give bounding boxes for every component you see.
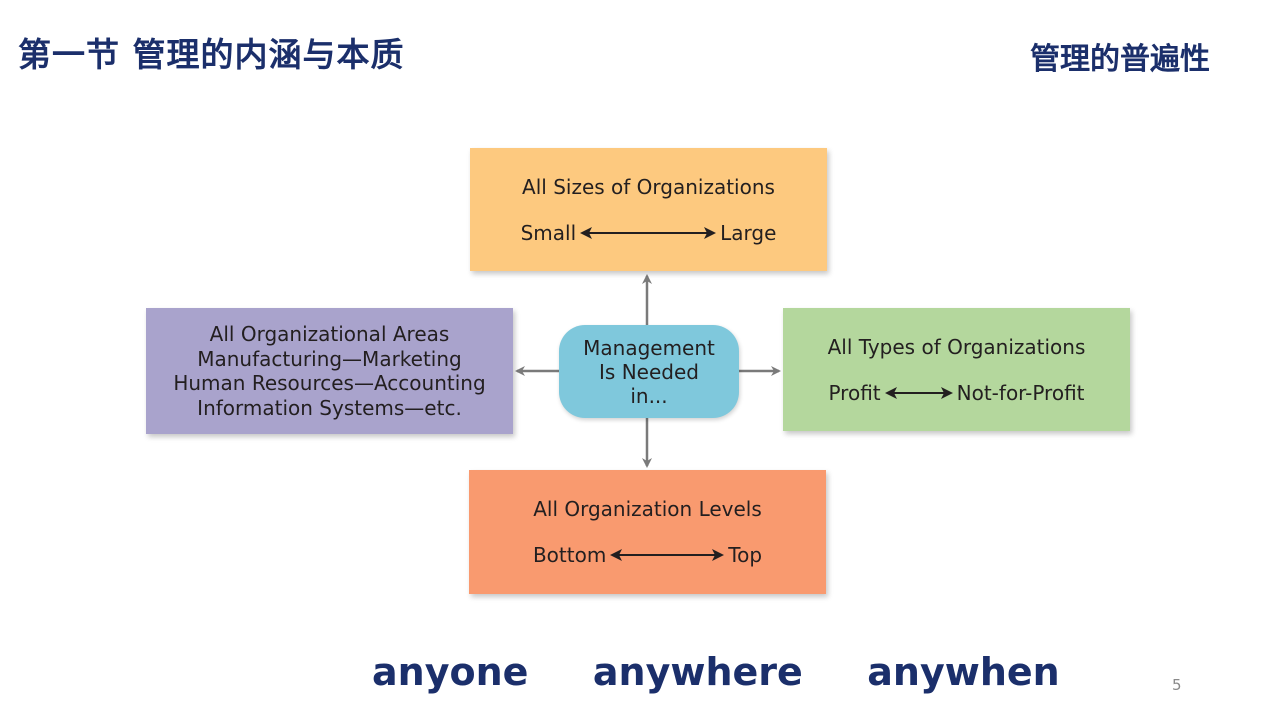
box-organizational-areas: All Organizational Areas Manufacturing—M… bbox=[146, 308, 513, 434]
range-to-not-for-profit: Not-for-Profit bbox=[956, 380, 1085, 405]
box-left-line-1: All Organizational Areas bbox=[209, 322, 450, 346]
box-left-line-4: Information Systems—etc. bbox=[197, 395, 462, 420]
center-line-1: Management bbox=[583, 335, 715, 360]
center-line-3: in... bbox=[630, 383, 668, 408]
double-arrow-icon bbox=[610, 549, 725, 561]
level-range: Bottom Top bbox=[533, 543, 762, 567]
box-bottom-title: All Organization Levels bbox=[533, 497, 762, 521]
page-number: 5 bbox=[1172, 676, 1182, 694]
double-arrow-icon bbox=[884, 386, 953, 399]
box-organization-levels: All Organization Levels Bottom Top bbox=[469, 470, 826, 594]
range-from-bottom: Bottom bbox=[532, 543, 607, 567]
type-range: Profit Not-for-Profit bbox=[828, 381, 1084, 405]
footer-word-anywhere: anywhere bbox=[592, 650, 803, 694]
center-line-2: Is Needed bbox=[599, 359, 699, 384]
footer-word-anyone: anyone bbox=[372, 650, 529, 694]
footer-tagline: anyone anywhere anywhen bbox=[372, 650, 1060, 694]
size-range: Small Large bbox=[521, 221, 777, 245]
box-right-title: All Types of Organizations bbox=[827, 334, 1086, 359]
box-left-line-2: Manufacturing—Marketing bbox=[197, 346, 462, 371]
center-node-management: Management Is Needed in... bbox=[559, 325, 739, 418]
range-to-top: Top bbox=[728, 543, 763, 567]
double-arrow-icon bbox=[580, 226, 717, 239]
range-from-profit: Profit bbox=[828, 380, 881, 405]
slide-title: 第一节 管理的内涵与本质 bbox=[18, 35, 405, 74]
footer-word-anywhen: anywhen bbox=[867, 650, 1060, 694]
box-organization-sizes: All Sizes of Organizations Small Large bbox=[470, 148, 827, 271]
range-to-large: Large bbox=[720, 220, 777, 245]
box-organization-types: All Types of Organizations Profit Not-fo… bbox=[783, 308, 1130, 431]
slide-subtitle: 管理的普遍性 bbox=[1030, 42, 1210, 77]
range-from-small: Small bbox=[520, 220, 577, 245]
box-left-line-3: Human Resources—Accounting bbox=[173, 371, 486, 395]
box-top-title: All Sizes of Organizations bbox=[522, 174, 775, 199]
